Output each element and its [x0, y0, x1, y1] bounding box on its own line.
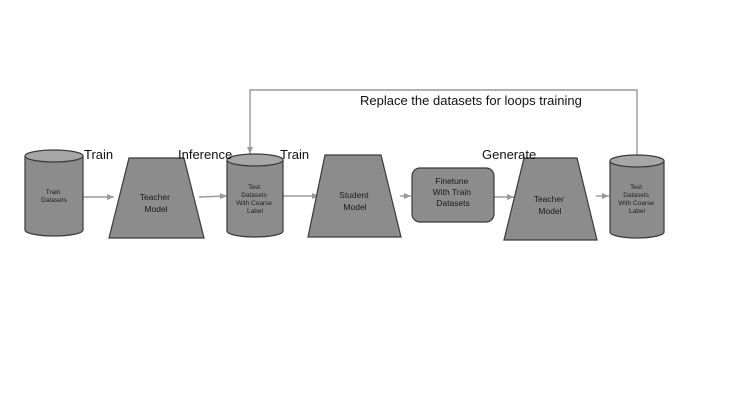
arrow-teacher-to-test	[198, 193, 228, 200]
test-datasets-2-label-1: Test	[630, 184, 642, 191]
svg-text:Student Model: Student Model	[339, 190, 371, 212]
svg-text:Teacher Model: Teacher Model	[140, 192, 173, 214]
teacher-model-1-label-2: Model	[144, 204, 167, 214]
edge-label-inference: Inference	[178, 147, 232, 162]
train-datasets-label-2: Datasets	[41, 197, 67, 204]
test-datasets-1-label-1: Test	[248, 184, 260, 191]
finetune-label-3: Datasets	[436, 198, 470, 208]
svg-text:Train Datasets: Train Datasets	[41, 189, 67, 204]
edge-label-train-2: Train	[280, 147, 309, 162]
train-datasets-label-1: Train	[46, 189, 61, 196]
teacher-model-1-trapezoid: Teacher Model	[108, 157, 205, 239]
finetune-label-2: With Train	[433, 187, 472, 197]
edge-label-generate: Generate	[482, 147, 536, 162]
finetune-label-1: Finetune	[435, 176, 468, 186]
teacher-model-2-label-2: Model	[538, 206, 561, 216]
student-model-label-2: Model	[343, 202, 366, 212]
student-model-label-1: Student	[339, 190, 369, 200]
loop-connector	[247, 89, 638, 156]
train-datasets-cylinder: Train Datasets	[24, 149, 84, 237]
test-datasets-1-cylinder: Test Datasets With Coarse Label	[226, 153, 284, 238]
edge-label-train-1: Train	[84, 147, 113, 162]
svg-text:Test Datasets With: Test Datasets With Coarse Label	[236, 184, 274, 215]
test-datasets-1-label-3: With Coarse	[236, 200, 272, 207]
loop-caption: Replace the datasets for loops training	[360, 93, 582, 108]
test-datasets-1-label-4: Label	[247, 208, 263, 215]
test-datasets-2-label-3: With Coarse	[618, 200, 654, 207]
svg-text:Finetune With Train: Finetune With Train Datasets	[433, 176, 474, 208]
test-datasets-2-cylinder: Test Datasets With Coarse Label	[609, 154, 665, 239]
test-datasets-1-label-2: Datasets	[241, 192, 267, 199]
teacher-model-1-label-1: Teacher	[140, 192, 170, 202]
test-datasets-2-label-4: Label	[629, 208, 645, 215]
finetune-box: Finetune With Train Datasets	[411, 167, 495, 223]
svg-text:Teacher Model: Teacher Model	[534, 194, 567, 216]
test-datasets-2-label-2: Datasets	[623, 192, 649, 199]
teacher-model-2-trapezoid: Teacher Model	[503, 157, 598, 241]
svg-text:Test Datasets With: Test Datasets With Coarse Label	[618, 184, 656, 215]
teacher-model-2-label-1: Teacher	[534, 194, 564, 204]
student-model-trapezoid: Student Model	[307, 154, 402, 238]
